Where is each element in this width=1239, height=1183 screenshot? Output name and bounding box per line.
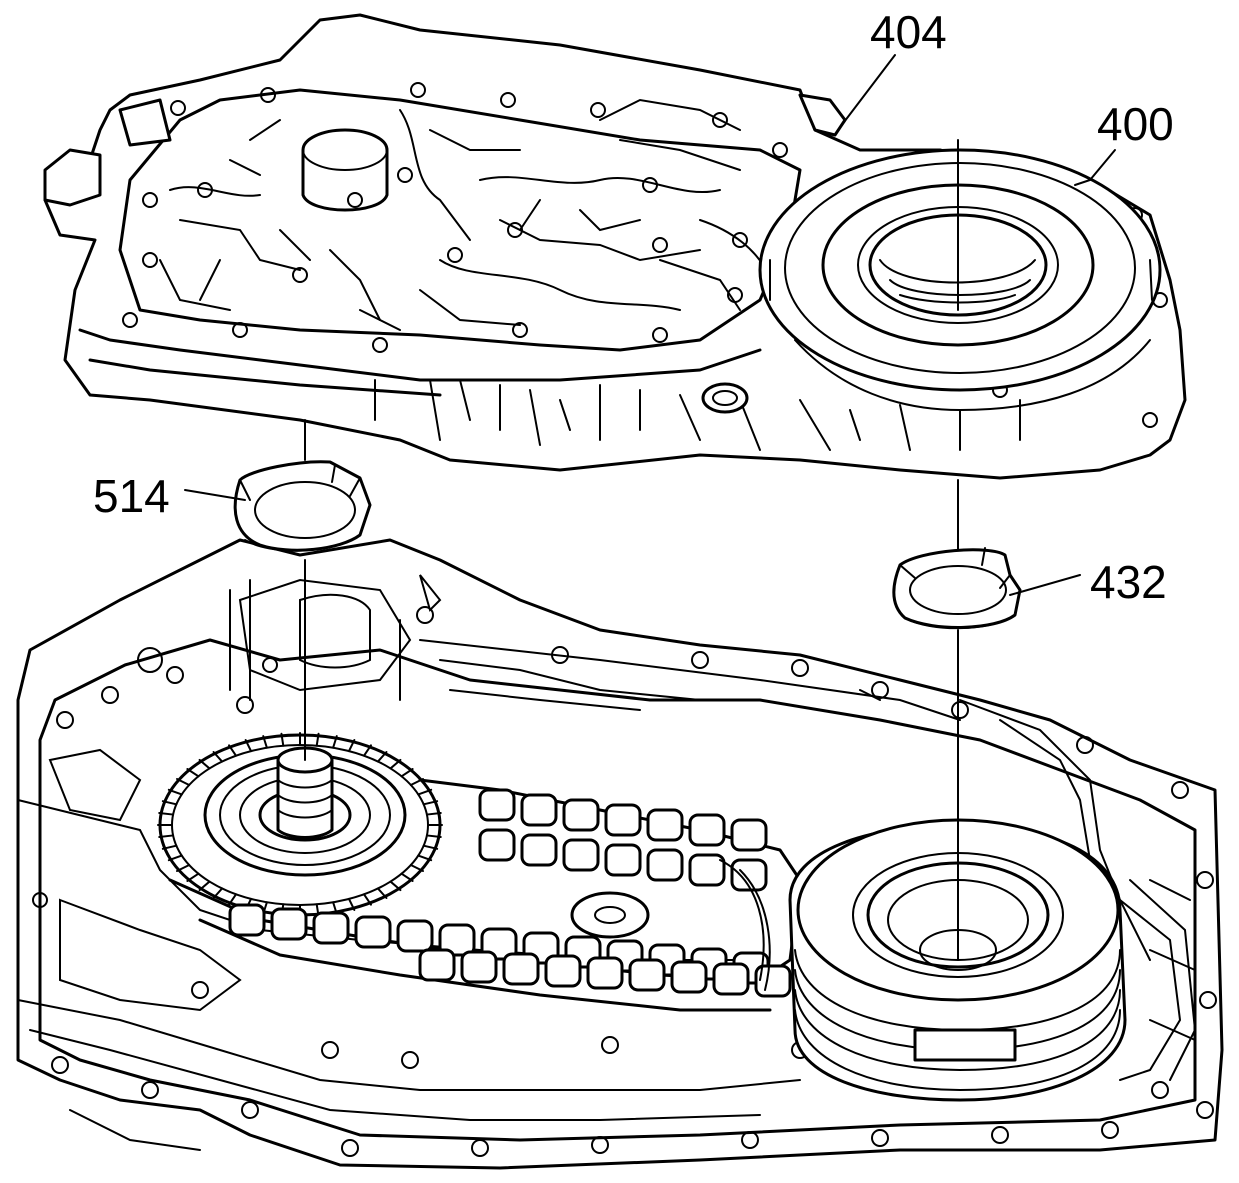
driven-sprocket-clutch	[788, 818, 1197, 1102]
chain-link	[520, 833, 558, 867]
thrust-washer-432	[892, 547, 1022, 630]
chain-link	[312, 911, 350, 945]
chain-link	[270, 907, 308, 941]
chain-link	[438, 923, 476, 957]
thrust-washer-514	[233, 460, 372, 552]
chain-link	[628, 958, 666, 992]
drive-chain	[168, 778, 802, 1012]
chain-link	[646, 808, 684, 842]
chain-link	[730, 818, 768, 852]
chain-link	[604, 803, 642, 837]
chain-link	[688, 813, 726, 847]
chain-link	[586, 956, 624, 990]
chain-link	[520, 793, 558, 827]
transmission-case	[16, 538, 1224, 1170]
chain-link	[228, 903, 266, 937]
chain-link	[354, 915, 392, 949]
callout-432: 432	[1090, 556, 1167, 608]
chain-link	[478, 788, 516, 822]
chain-link	[562, 798, 600, 832]
chain-link	[646, 848, 684, 882]
chain-link	[418, 948, 456, 982]
chain-link	[712, 962, 750, 996]
callout-leaders	[184, 54, 1116, 596]
fluid-passages	[159, 98, 771, 331]
case-bolt-holes	[32, 606, 1217, 1157]
chain-link	[604, 843, 642, 877]
chain-link	[730, 858, 768, 892]
drive-sprocket	[157, 732, 443, 918]
chain-link	[544, 954, 582, 988]
chain-links	[228, 788, 792, 998]
chain-link	[562, 838, 600, 872]
chain-link	[396, 919, 434, 953]
callout-400: 400	[1097, 98, 1174, 150]
chain-link	[502, 952, 540, 986]
chain-link	[460, 950, 498, 984]
assembly-centerlines	[304, 139, 959, 961]
callout-514: 514	[93, 470, 170, 522]
chain-link	[478, 828, 516, 862]
chain-link	[670, 960, 708, 994]
valve-body-channel-plate	[43, 13, 1187, 480]
chain-link	[688, 853, 726, 887]
callout-404: 404	[870, 6, 947, 58]
